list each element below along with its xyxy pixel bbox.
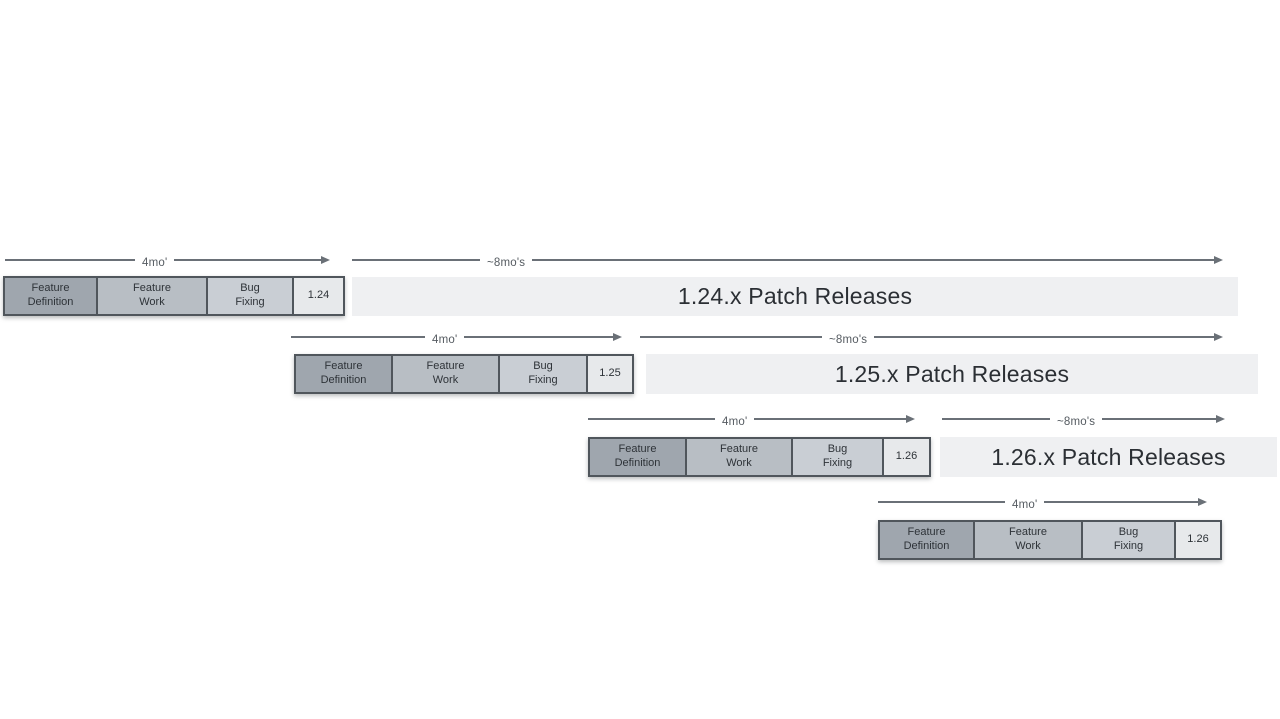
phase-label: Feature Definition	[320, 360, 367, 386]
patch-release-label: 1.24.x Patch Releases	[677, 283, 913, 309]
arrow-line	[754, 418, 907, 420]
arrow-head-icon	[613, 333, 622, 341]
version-box: 1.25	[586, 354, 634, 394]
arrow-line	[588, 418, 715, 420]
arrow-line	[532, 259, 1215, 261]
arrow-head-icon	[906, 415, 915, 423]
phase-label: Feature Work	[720, 443, 758, 469]
phase-label: Feature Definition	[27, 282, 74, 308]
arrow-line	[640, 336, 822, 338]
arrow-line	[291, 336, 425, 338]
patch-release-bar: 1.24.x Patch Releases	[352, 277, 1238, 316]
patch-release-bar: 1.26.x Patch Releases	[940, 437, 1277, 477]
arrow-head-icon	[1214, 333, 1223, 341]
phase-box-bug-fixing: Bug Fixing	[498, 354, 588, 394]
phase-label: Bug Fixing	[1113, 526, 1144, 552]
arrow-line	[174, 259, 322, 261]
four-month-arrow: 4mo'	[5, 252, 330, 269]
phase-label: Bug Fixing	[822, 443, 853, 469]
four-month-arrow: 4mo'	[588, 411, 915, 428]
eight-month-arrow: ~8mo's	[640, 329, 1223, 346]
phase-box-feature-work: Feature Work	[685, 437, 793, 477]
phase-box-feature-definition: Feature Definition	[3, 276, 98, 316]
version-box: 1.26	[882, 437, 931, 477]
phase-box-bug-fixing: Bug Fixing	[1081, 520, 1176, 560]
arrow-head-icon	[1198, 498, 1207, 506]
arrow-line	[1102, 418, 1217, 420]
phase-box-feature-work: Feature Work	[973, 520, 1083, 560]
four-month-label: 4mo'	[1012, 499, 1038, 511]
arrow-line	[464, 336, 614, 338]
phase-boxes: Feature Definition Feature Work Bug Fixi…	[3, 276, 345, 316]
arrow-line	[878, 501, 1005, 503]
phase-boxes: Feature Definition Feature Work Bug Fixi…	[588, 437, 931, 477]
arrow-line	[942, 418, 1050, 420]
four-month-label: 4mo'	[432, 334, 458, 346]
phase-box-feature-work: Feature Work	[391, 354, 500, 394]
eight-month-label: ~8mo's	[829, 334, 868, 346]
arrow-line	[5, 259, 135, 261]
patch-release-label: 1.25.x Patch Releases	[834, 360, 1070, 387]
phase-box-bug-fixing: Bug Fixing	[791, 437, 884, 477]
eight-month-arrow: ~8mo's	[352, 252, 1223, 269]
phase-label: Feature Work	[133, 282, 171, 308]
four-month-label: 4mo'	[142, 257, 168, 269]
phase-boxes: Feature Definition Feature Work Bug Fixi…	[294, 354, 634, 394]
version-label: 1.26	[1187, 533, 1209, 546]
patch-release-bar: 1.25.x Patch Releases	[646, 354, 1258, 394]
phase-label: Bug Fixing	[235, 282, 265, 308]
eight-month-label: ~8mo's	[1057, 416, 1096, 428]
version-box: 1.26	[1174, 520, 1222, 560]
phase-box-feature-definition: Feature Definition	[294, 354, 393, 394]
arrow-head-icon	[321, 256, 330, 264]
eight-month-arrow: ~8mo's	[942, 411, 1225, 428]
phase-box-bug-fixing: Bug Fixing	[206, 276, 294, 316]
phase-box-feature-definition: Feature Definition	[588, 437, 687, 477]
version-label: 1.26	[895, 450, 918, 463]
arrow-line	[352, 259, 480, 261]
patch-release-label: 1.26.x Patch Releases	[991, 443, 1226, 470]
four-month-arrow: 4mo'	[291, 329, 622, 346]
arrow-line	[1044, 501, 1199, 503]
four-month-arrow: 4mo'	[878, 494, 1207, 511]
version-box: 1.24	[292, 276, 345, 316]
phase-label: Feature Work	[1009, 526, 1047, 552]
eight-month-label: ~8mo's	[487, 257, 526, 269]
arrow-head-icon	[1216, 415, 1225, 423]
phase-boxes: Feature Definition Feature Work Bug Fixi…	[878, 520, 1222, 560]
phase-box-feature-work: Feature Work	[96, 276, 208, 316]
phase-label: Feature Definition	[903, 526, 950, 552]
phase-label: Feature Work	[426, 360, 465, 386]
arrow-head-icon	[1214, 256, 1223, 264]
version-label: 1.25	[599, 367, 621, 380]
version-label: 1.24	[307, 289, 330, 302]
four-month-label: 4mo'	[722, 416, 748, 428]
arrow-line	[874, 336, 1215, 338]
phase-box-feature-definition: Feature Definition	[878, 520, 975, 560]
phase-label: Feature Definition	[614, 443, 661, 469]
phase-label: Bug Fixing	[528, 360, 558, 386]
